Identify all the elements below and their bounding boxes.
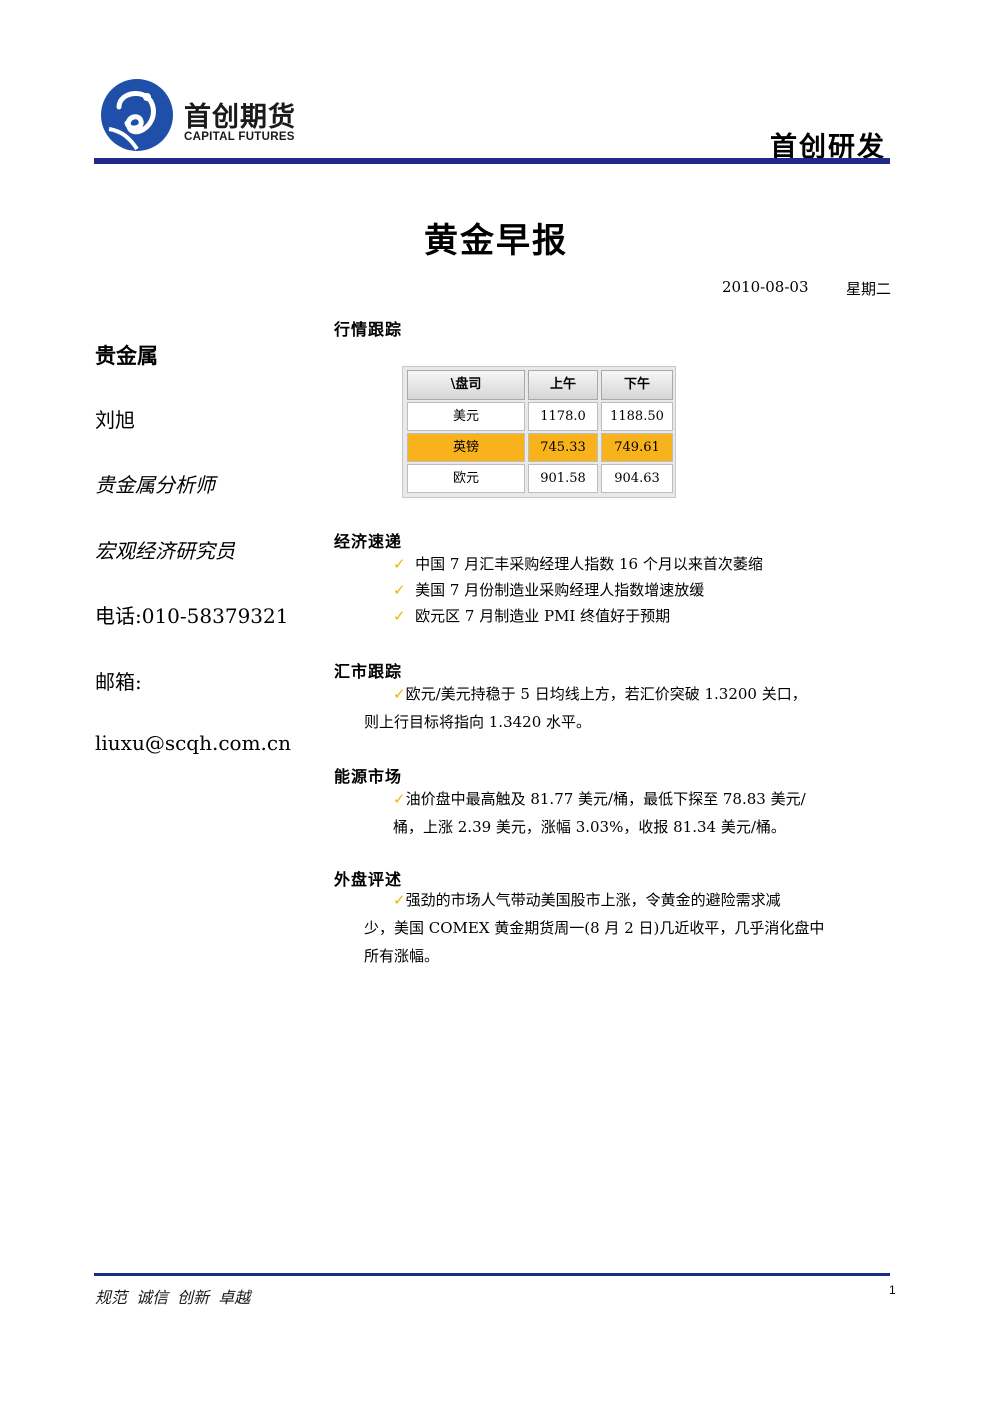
page-number: 1 bbox=[889, 1283, 896, 1297]
check-icon: ✓ bbox=[393, 891, 406, 909]
company-logo: 首创期货 CAPITAL FUTURES bbox=[94, 73, 312, 157]
section-title-market: 行情跟踪 bbox=[334, 320, 403, 339]
section-title-overseas: 外盘评述 bbox=[334, 870, 403, 889]
check-icon: ✓ bbox=[393, 685, 406, 703]
energy-paragraph: ✓油价盘中最高触及 81.77 美元/桶，最低下探至 78.83 美元/ 桶，上… bbox=[393, 790, 806, 836]
table-row-gbp-pm: 749.61 bbox=[601, 433, 673, 462]
author-name: 刘旭 bbox=[95, 408, 135, 432]
author-email[interactable]: liuxu@scqh.com.cn bbox=[95, 731, 291, 755]
table-row-usd-pm: 1188.50 bbox=[601, 402, 673, 431]
table-row-eur-am: 901.58 bbox=[528, 464, 598, 493]
table-row-gbp-am: 745.33 bbox=[528, 433, 598, 462]
table-row-usd-am: 1178.0 bbox=[528, 402, 598, 431]
check-icon: ✓ bbox=[393, 607, 406, 625]
fx-paragraph: ✓欧元/美元持稳于 5 日均线上方，若汇价突破 1.3200 关口， 则上行目标… bbox=[364, 685, 807, 731]
table-header-pm: 下午 bbox=[601, 370, 673, 400]
check-icon: ✓ bbox=[393, 581, 406, 599]
author-email-label: 邮箱: bbox=[95, 670, 142, 694]
check-icon: ✓ bbox=[393, 790, 406, 808]
logo-english-name: CAPITAL FUTURES bbox=[184, 131, 295, 143]
header-divider bbox=[94, 158, 890, 164]
section-label: 首创研发 bbox=[770, 132, 886, 163]
check-icon: ✓ bbox=[393, 555, 406, 573]
section-title-fx: 汇市跟踪 bbox=[334, 662, 403, 681]
table-row-gbp-label: 英镑 bbox=[407, 433, 525, 462]
report-date: 2010-08-03 bbox=[722, 278, 809, 296]
footer-slogan: 规范 诚信 创新 卓越 bbox=[95, 1288, 251, 1307]
overseas-paragraph: ✓强劲的市场人气带动美国股市上涨，令黄金的避险需求减 少，美国 COMEX 黄金… bbox=[364, 891, 825, 965]
department-name: 贵金属 bbox=[95, 344, 158, 368]
section-title-economy: 经济速递 bbox=[334, 532, 403, 551]
gold-price-table: \盘司 上午 下午 美元 1178.0 1188.50 英镑 745.33 74… bbox=[402, 366, 676, 498]
economy-list: ✓ 中国 7 月汇丰采购经理人指数 16 个月以来首次萎缩 ✓ 美国 7 月份制… bbox=[393, 551, 763, 629]
table-header-currency: \盘司 bbox=[407, 370, 525, 400]
list-item: ✓ 中国 7 月汇丰采购经理人指数 16 个月以来首次萎缩 bbox=[393, 555, 763, 573]
table-row-eur-label: 欧元 bbox=[407, 464, 525, 493]
section-title-energy: 能源市场 bbox=[334, 767, 403, 786]
logo-emblem-icon bbox=[101, 79, 173, 151]
footer-divider bbox=[94, 1273, 890, 1276]
author-role-researcher: 宏观经济研究员 bbox=[95, 539, 235, 563]
table-row-usd-label: 美元 bbox=[407, 402, 525, 431]
table-row-eur-pm: 904.63 bbox=[601, 464, 673, 493]
report-weekday: 星期二 bbox=[846, 280, 892, 298]
list-item: ✓ 欧元区 7 月制造业 PMI 终值好于预期 bbox=[393, 607, 671, 625]
author-phone: 电话:010-58379321 bbox=[95, 604, 289, 628]
logo-chinese-name: 首创期货 bbox=[184, 102, 296, 133]
table-header-am: 上午 bbox=[528, 370, 598, 400]
document-title: 黄金早报 bbox=[424, 221, 568, 261]
list-item: ✓ 美国 7 月份制造业采购经理人指数增速放缓 bbox=[393, 581, 705, 599]
author-role-analyst: 贵金属分析师 bbox=[95, 473, 215, 497]
